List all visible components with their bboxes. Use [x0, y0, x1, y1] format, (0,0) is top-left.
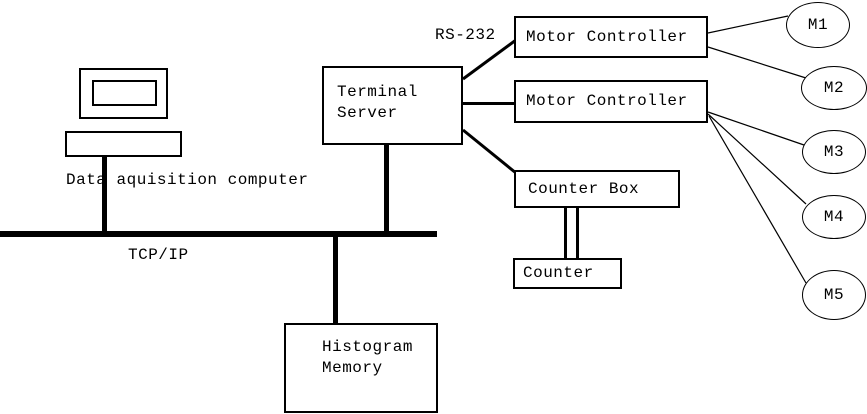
node-terminal-server: Terminal Server: [322, 66, 463, 145]
computer-screen-icon: [92, 80, 157, 106]
node-motor-controller-2: Motor Controller: [514, 80, 708, 123]
rs232-label: RS-232: [435, 26, 496, 44]
node-motor-m5: M5: [802, 270, 866, 320]
terminal-server-counterbox-link: [462, 128, 517, 175]
mc2-m3-link: [707, 111, 805, 146]
node-motor-m2: M2: [801, 66, 867, 110]
tcpip-bus-label: TCP/IP: [128, 246, 189, 264]
computer-keyboard-icon: [65, 131, 182, 157]
node-motor-m3: M3: [802, 130, 866, 174]
computer-label: Data aquisition computer: [66, 171, 309, 189]
node-motor-m1: M1: [786, 2, 850, 48]
terminal-server-mc1-link: [462, 38, 517, 81]
node-counter-box: Counter Box: [514, 170, 680, 208]
node-counter: Counter: [513, 258, 622, 289]
node-motor-m4: M4: [802, 195, 866, 239]
mc2-m5-link: [708, 115, 807, 284]
mc1-m1-link: [707, 15, 789, 34]
mc1-m2-link: [707, 46, 807, 79]
node-histogram-memory: Histogram Memory: [284, 323, 438, 413]
mc2-m4-link: [707, 113, 807, 205]
node-motor-controller-1: Motor Controller: [514, 16, 708, 58]
